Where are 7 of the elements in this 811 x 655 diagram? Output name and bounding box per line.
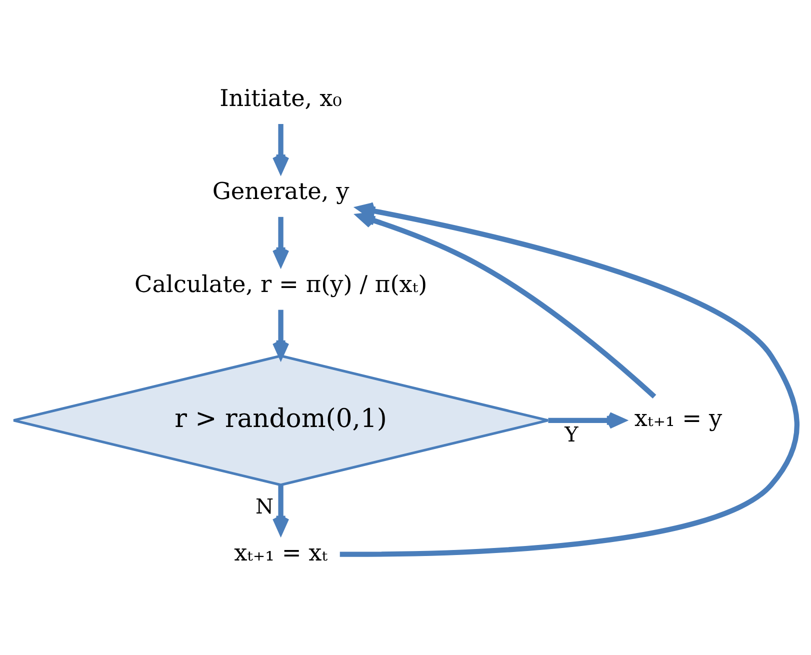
node-text: Generate, y bbox=[212, 178, 350, 205]
edge-label: N bbox=[255, 494, 274, 518]
edge-label: Y bbox=[564, 422, 578, 447]
node-text: xₜ₊₁ = y bbox=[634, 405, 722, 432]
node-text: Initiate, x₀ bbox=[220, 85, 342, 112]
node-text: xₜ₊₁ = xₜ bbox=[234, 539, 328, 566]
node-text: Calculate, r = π(y) / π(xₜ) bbox=[134, 270, 428, 298]
